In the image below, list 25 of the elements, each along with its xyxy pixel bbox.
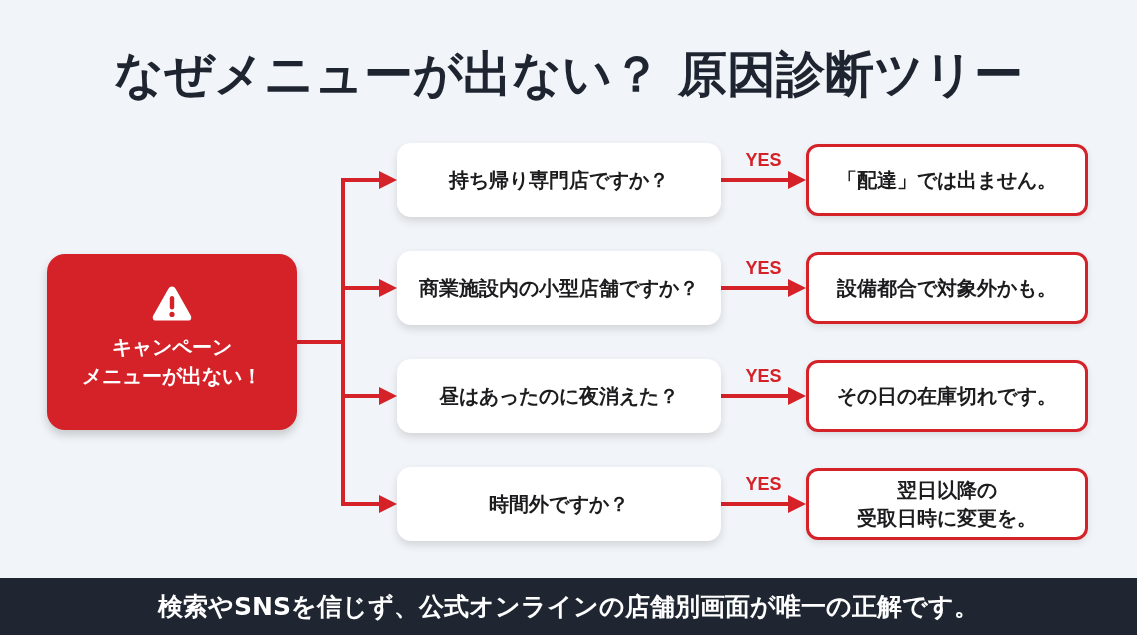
connector-line xyxy=(295,176,345,508)
edge-label: YES xyxy=(745,474,782,494)
question-box: 商業施設内の小型店舗ですか？ xyxy=(397,251,721,325)
title: なぜメニューが出ない？ 原因診断ツリー xyxy=(112,45,1025,105)
alert-box xyxy=(47,254,297,430)
result-box: 翌日以降の受取日時に変更を。 xyxy=(806,468,1088,540)
edge-label: YES xyxy=(745,150,782,170)
result-box: その日の在庫切れです。 xyxy=(806,360,1088,432)
result-box: 設備都合で対象外かも。 xyxy=(806,252,1088,324)
arrow xyxy=(343,279,397,297)
arrow xyxy=(721,279,806,297)
arrow xyxy=(721,495,806,513)
arrow xyxy=(721,387,806,405)
result-box: 「配達」では出ません。 xyxy=(806,144,1088,216)
arrow xyxy=(721,171,806,189)
question-box: 時間外ですか？ xyxy=(397,467,721,541)
alert-text: キャンペーンメニューが出ない！ xyxy=(82,333,262,390)
arrow xyxy=(343,495,397,513)
caption-banner: 検索やSNSを信じず、公式オンラインの店舗別画面が唯一の正解です。 xyxy=(0,578,1137,635)
question-box: 持ち帰り専門店ですか？ xyxy=(397,143,721,217)
edge-label: YES xyxy=(745,258,782,278)
arrow xyxy=(343,171,397,189)
arrow xyxy=(343,387,397,405)
edge-label: YES xyxy=(745,366,782,386)
question-box: 昼はあったのに夜消えた？ xyxy=(397,359,721,433)
